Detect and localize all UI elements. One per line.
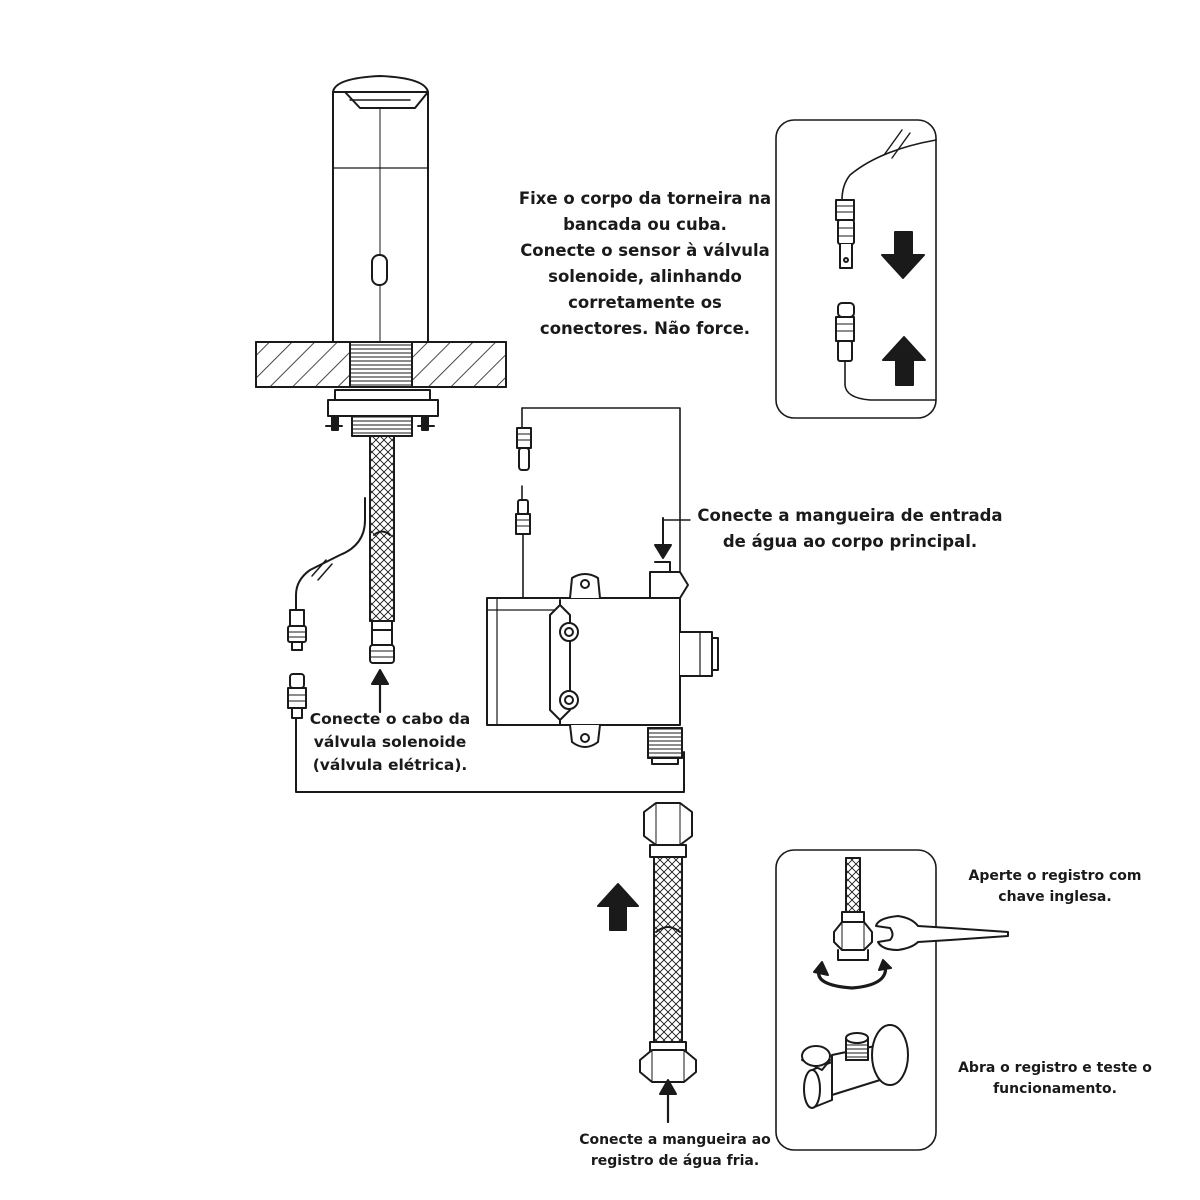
sensor-cable bbox=[295, 497, 366, 611]
text-line: Abra o registro e teste o bbox=[958, 1060, 1152, 1076]
text-line: Conecte a mangueira de entrada bbox=[697, 506, 1003, 525]
countertop bbox=[255, 341, 507, 388]
text-line: Conecte o cabo da bbox=[309, 710, 471, 728]
text-line: solenoide, alinhando bbox=[548, 267, 742, 286]
solenoid-valve-icon bbox=[486, 407, 719, 765]
text-line: registro de água fria. bbox=[590, 1153, 760, 1169]
text-line: Aperte o registro com bbox=[968, 868, 1142, 884]
text-line: (válvula elétrica). bbox=[312, 756, 468, 774]
arrow-up-icon bbox=[371, 669, 677, 1124]
braided-hose-icon bbox=[369, 435, 395, 664]
instruction-open-valve: Abra o registro e teste o funcionamento. bbox=[945, 1058, 1165, 1100]
angle-valve-icon bbox=[801, 1024, 909, 1109]
text-line: de água ao corpo principal. bbox=[722, 532, 978, 551]
angle-valve-inset bbox=[775, 849, 937, 1151]
valve-cable-connector bbox=[287, 673, 307, 719]
instruction-inlet-hose: Conecte a mangueira de entrada de água a… bbox=[690, 503, 1010, 555]
wrench-icon bbox=[875, 915, 1009, 951]
instruction-solenoid-cable: Conecte o cabo da válvula solenoide (vál… bbox=[300, 708, 480, 777]
text-line: válvula solenoide bbox=[313, 733, 467, 751]
sensor-connector-icon bbox=[287, 609, 307, 651]
mounting-nut bbox=[325, 389, 439, 437]
solenoid-cable bbox=[295, 717, 685, 793]
instruction-fix-faucet: Fixe o corpo da torneira na bancada ou c… bbox=[505, 186, 785, 342]
text-line: bancada ou cuba. bbox=[563, 215, 727, 234]
text-line: funcionamento. bbox=[993, 1081, 1117, 1097]
lower-hose bbox=[639, 802, 697, 1083]
text-line: Conecte a mangueira ao bbox=[579, 1132, 771, 1148]
text-line: chave inglesa. bbox=[998, 889, 1112, 905]
faucet-icon bbox=[332, 75, 429, 343]
instruction-tighten-valve: Aperte o registro com chave inglesa. bbox=[955, 866, 1155, 908]
text-line: conectores. Não force. bbox=[539, 319, 751, 338]
text-line: Fixe o corpo da torneira na bbox=[518, 189, 772, 208]
instruction-hose-to-valve: Conecte a mangueira ao registro de água … bbox=[560, 1130, 790, 1172]
text-line: Conecte o sensor à válvula bbox=[520, 241, 770, 260]
sensor-connector-inset bbox=[775, 119, 937, 419]
text-line: corretamente os bbox=[568, 293, 722, 312]
